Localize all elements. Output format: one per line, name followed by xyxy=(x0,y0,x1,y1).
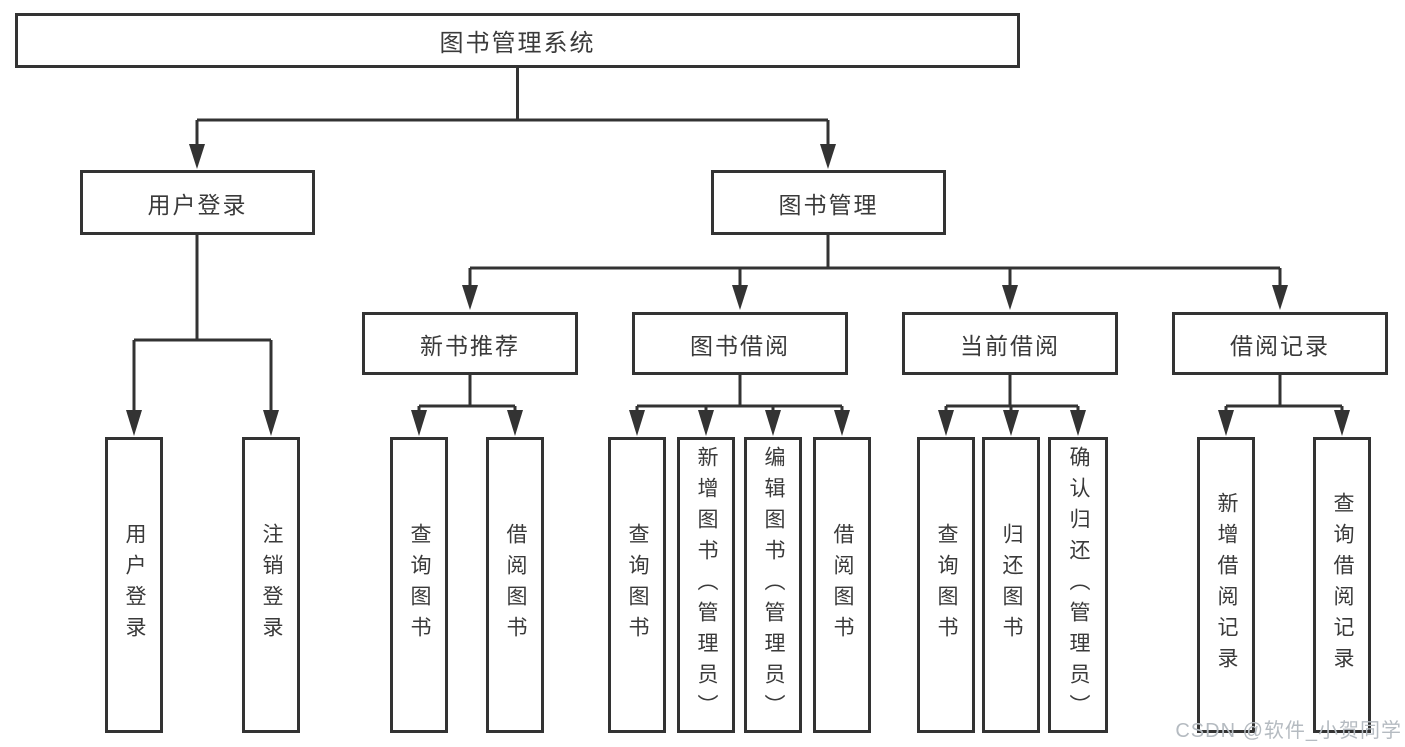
leaf-borrow-books-recommend-label: 借阅图书 xyxy=(504,523,528,647)
connector-root-to-level2 xyxy=(195,68,830,146)
leaf-edit-book-admin: 编辑图书（管理员） xyxy=(744,437,802,733)
node-book-borrow-label: 图书借阅 xyxy=(690,332,790,359)
node-new-book-recommend-label: 新书推荐 xyxy=(420,332,520,359)
node-book-management-label: 图书管理 xyxy=(778,191,879,218)
connector-userlogin-to-leaves xyxy=(132,235,273,414)
leaf-borrow-books-borrow: 借阅图书 xyxy=(813,437,871,733)
leaf-add-borrow-record-label: 新增借阅记录 xyxy=(1215,492,1239,678)
node-borrow-records: 借阅记录 xyxy=(1172,312,1388,375)
node-current-borrow: 当前借阅 xyxy=(902,312,1118,375)
leaf-return-book: 归还图书 xyxy=(982,437,1040,733)
leaf-query-books-borrow-label: 查询图书 xyxy=(626,523,650,647)
connector-newbook-to-leaves xyxy=(417,375,517,414)
leaf-user-login: 用户登录 xyxy=(105,437,163,733)
leaf-borrow-books-recommend: 借阅图书 xyxy=(486,437,544,733)
connector-bookmgmt-to-level3 xyxy=(468,235,1282,287)
connector-bookborrow-to-leaves xyxy=(635,375,844,414)
leaf-return-book-label: 归还图书 xyxy=(1000,523,1024,647)
leaf-confirm-return-admin: 确认归还（管理员） xyxy=(1048,437,1108,733)
leaf-logout-label: 注销登录 xyxy=(260,523,284,647)
leaf-confirm-return-admin-label: 确认归还（管理员） xyxy=(1067,445,1091,725)
connector-currentborrow-to-leaves xyxy=(944,375,1080,414)
leaf-logout: 注销登录 xyxy=(242,437,300,733)
leaf-add-borrow-record: 新增借阅记录 xyxy=(1197,437,1255,733)
node-user-login-label: 用户登录 xyxy=(147,191,248,218)
node-book-management: 图书管理 xyxy=(711,170,946,235)
node-book-borrow: 图书借阅 xyxy=(632,312,848,375)
leaf-query-books-current-label: 查询图书 xyxy=(935,523,959,647)
leaf-user-login-label: 用户登录 xyxy=(123,523,147,647)
node-borrow-records-label: 借阅记录 xyxy=(1230,332,1330,359)
watermark: CSDN @软件_小贺同学 xyxy=(1175,720,1402,742)
leaf-query-books-recommend-label: 查询图书 xyxy=(408,523,432,647)
leaf-borrow-books-borrow-label: 借阅图书 xyxy=(831,523,855,647)
leaf-add-book-admin-label: 新增图书（管理员） xyxy=(695,445,719,725)
leaf-edit-book-admin-label: 编辑图书（管理员） xyxy=(762,445,786,725)
node-root-label: 图书管理系统 xyxy=(439,30,596,57)
arrowhead-icons xyxy=(126,144,1350,436)
leaf-query-books-current: 查询图书 xyxy=(917,437,975,733)
leaf-query-books-recommend: 查询图书 xyxy=(390,437,448,733)
node-current-borrow-label: 当前借阅 xyxy=(960,332,1060,359)
connector-records-to-leaves xyxy=(1224,375,1344,414)
leaf-query-borrow-record-label: 查询借阅记录 xyxy=(1331,492,1355,678)
node-root: 图书管理系统 xyxy=(15,13,1020,68)
node-new-book-recommend: 新书推荐 xyxy=(362,312,578,375)
node-user-login: 用户登录 xyxy=(80,170,315,235)
leaf-query-books-borrow: 查询图书 xyxy=(608,437,666,733)
leaf-query-borrow-record: 查询借阅记录 xyxy=(1313,437,1371,733)
leaf-add-book-admin: 新增图书（管理员） xyxy=(677,437,735,733)
